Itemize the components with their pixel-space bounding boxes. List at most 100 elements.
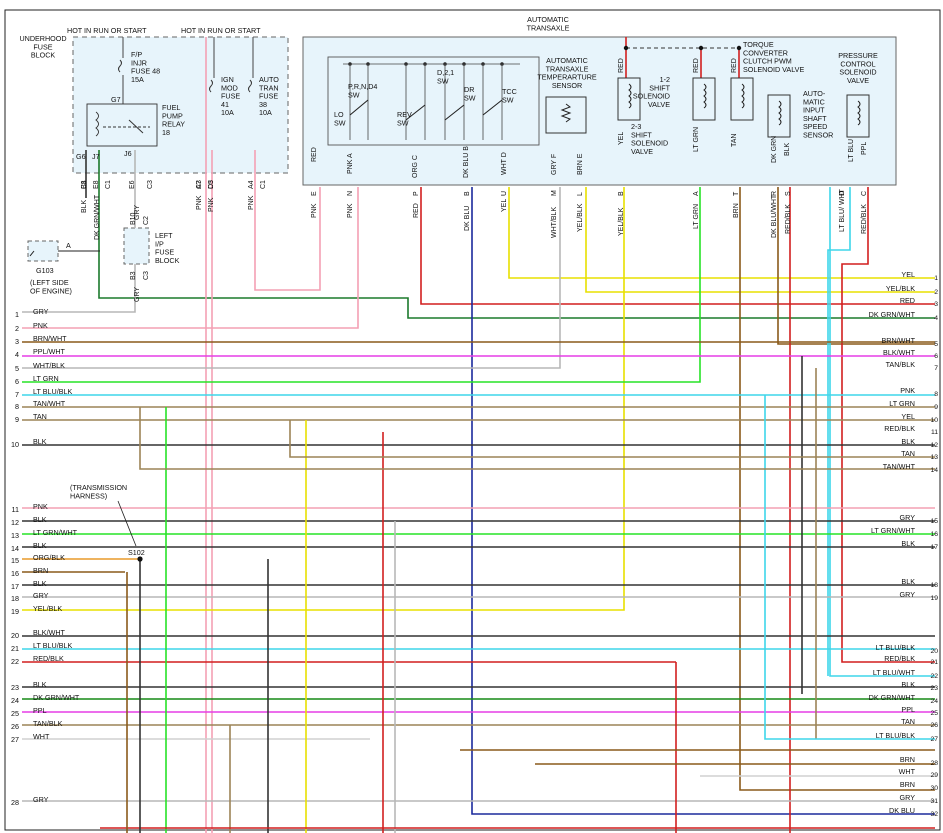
wire-label: DK BLU B	[463, 146, 470, 178]
right-pin-number: 11	[931, 429, 938, 436]
left-pin-label: BRN	[33, 566, 48, 575]
left-pin-number: 5	[15, 364, 19, 373]
connector-pin-label: M	[551, 190, 558, 196]
left-pin-label: LT GRN	[33, 374, 59, 383]
shift-23-label: SHIFT	[631, 130, 652, 139]
right-pin-label: LT BLU/WHT	[873, 668, 916, 677]
right-pin-label: BLK	[901, 577, 915, 586]
wire-label: RED	[311, 147, 318, 162]
fuse-48-label: 15A	[131, 75, 144, 84]
speed-sensor-label: SHAFT	[803, 114, 827, 123]
right-pin-number: 13	[930, 454, 938, 461]
fuel-pump-relay-label: 18	[162, 128, 170, 137]
right-pin-label: DK BLU	[889, 806, 915, 815]
right-pin-label: BLK	[901, 680, 915, 689]
transaxle-title: TRANSAXLE	[527, 23, 570, 32]
right-pin-label: TAN	[901, 449, 915, 458]
wire-label: WHT/BLK	[551, 207, 558, 238]
shift-12-label: 1-2	[660, 75, 670, 84]
right-pin-number: 21	[930, 659, 938, 666]
lo-switch-label: SW	[334, 118, 346, 127]
right-pin-number: 23	[930, 685, 938, 692]
right-pin-number: 31	[930, 798, 938, 805]
connector-pin-label: E	[311, 191, 318, 196]
right-pin-label: PNK	[900, 386, 915, 395]
wire-tan-wht-14	[139, 407, 935, 470]
left-pin-label: BLK	[33, 579, 47, 588]
right-pin-label: BRN	[900, 755, 915, 764]
wire-label: LT GRN	[693, 127, 700, 152]
left-pin-number: 11	[12, 505, 19, 514]
ground-box	[27, 240, 59, 262]
solenoid	[767, 94, 791, 138]
pcs-label: PRESSURE	[838, 51, 878, 60]
dr-switch-label: SW	[464, 93, 476, 102]
connector-pin-label: T	[733, 191, 740, 196]
ip-fuse-block-label: LEFT	[155, 231, 173, 240]
ip-fuse-block-label: BLOCK	[155, 256, 180, 265]
right-pin-number: 3	[934, 301, 938, 308]
wire-label: LT BLU/ WHT	[839, 188, 846, 232]
shift-23-label: 2-3	[631, 122, 641, 131]
left-pin-number: 1	[15, 310, 19, 319]
right-pin-label: DK GRN/WHT	[869, 693, 916, 702]
right-pin-label: LT BLU/BLK	[876, 731, 915, 740]
wire-label: BRN E	[577, 153, 584, 175]
wire-red-3	[420, 187, 935, 305]
wire-lt-blu-wht-22	[829, 187, 935, 677]
connector-pin-label: N	[347, 191, 354, 196]
ground-pin: A	[66, 241, 71, 250]
speed-sensor-label: AUTO-	[803, 89, 826, 98]
wire-label: GRY F	[551, 154, 558, 175]
solenoid	[692, 77, 716, 121]
left-pin-number: 12	[11, 518, 19, 527]
right-pin-number: 9	[934, 404, 938, 411]
connector-pin-label: U	[501, 191, 508, 196]
ip-pin-label: C3	[143, 271, 150, 280]
right-pin-number: 10	[930, 417, 938, 424]
left-pin-label: PPL	[33, 706, 47, 715]
right-pin-label: DK GRN/WHT	[869, 310, 916, 319]
transaxle-box	[302, 36, 897, 186]
connector-pin-label: P	[413, 191, 420, 196]
fuel-pump-relay	[86, 103, 158, 147]
switch-blade	[482, 99, 503, 116]
wire-label: RED	[731, 58, 738, 73]
right-pin-label: YEL/BLK	[886, 284, 915, 293]
wire-lt-blu-wht	[827, 187, 851, 676]
ground-note: OF ENGINE)	[30, 286, 72, 295]
wire-label: ORG C	[412, 155, 419, 178]
temp-sensor-label: TRANSAXLE	[546, 64, 589, 73]
fuse-38-label: FUSE	[259, 92, 278, 101]
left-pin-label: LT BLU/BLK	[33, 387, 72, 396]
right-pin-number: 18	[930, 582, 938, 589]
connector-pin-label: C3	[196, 180, 203, 189]
relay-coil	[95, 111, 99, 137]
connector-pin-label: B	[618, 191, 625, 196]
left-pin-label: WHT	[33, 732, 50, 741]
shift-12-label: VALVE	[648, 100, 670, 109]
splice-note: (TRANSMISSION	[70, 483, 127, 492]
tcc-pwm-label: CLUTCH PWM	[743, 57, 792, 66]
switch-blade	[405, 104, 426, 121]
thermistor	[560, 103, 572, 123]
junction-dot	[736, 45, 742, 51]
wire-label: LT GRN	[693, 204, 700, 229]
pcs-label: CONTROL	[840, 59, 875, 68]
temp-sensor-label: SENSOR	[552, 81, 582, 90]
prnd4-switch-label: SW	[348, 90, 360, 99]
fuse-symbol	[118, 59, 122, 73]
underhood-fuse-block-box	[72, 36, 289, 174]
fuse-41-label: FUSE	[221, 92, 240, 101]
wire-label: DK BLU/WHT	[771, 194, 778, 238]
solenoid	[617, 77, 641, 121]
wire-red-blk-21	[841, 187, 935, 663]
left-pin-label: GRY	[33, 795, 49, 804]
connector-pin-label: D5	[208, 180, 215, 189]
connector-pin-label: C1	[81, 180, 88, 189]
connector-pin-label: B8	[81, 180, 88, 189]
right-pin-number: 2	[934, 289, 938, 296]
left-pin-label: GRY	[33, 591, 49, 600]
wire-label: RED/BLK	[785, 204, 792, 234]
right-pin-number: 28	[930, 760, 938, 767]
